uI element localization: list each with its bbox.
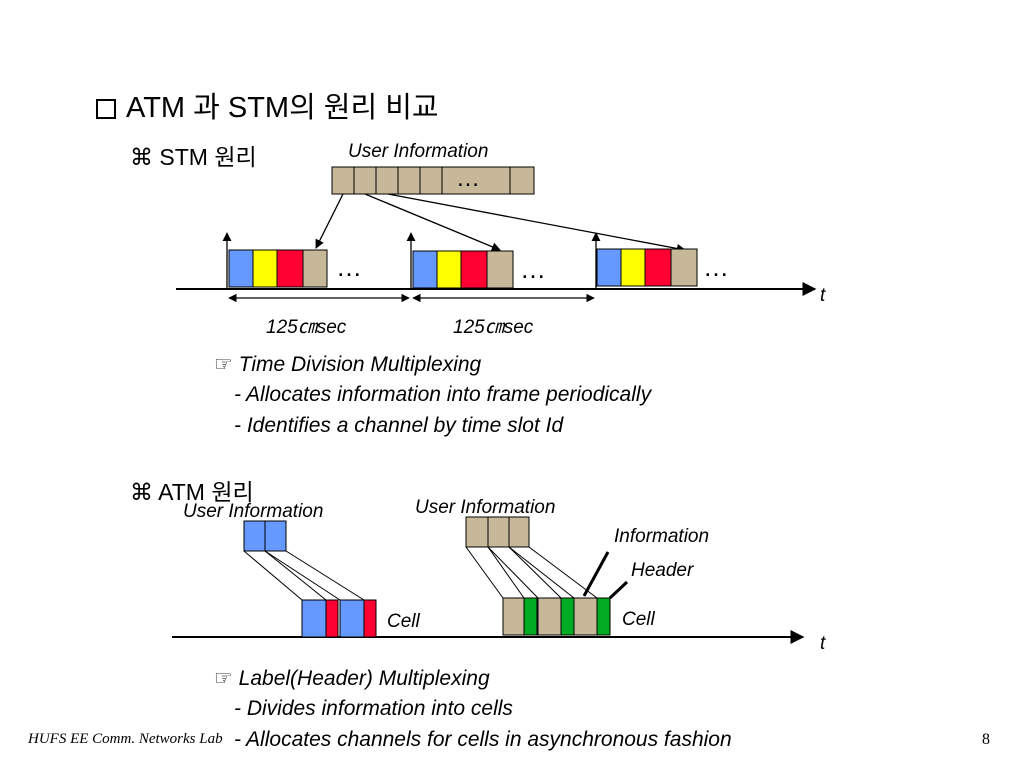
stm-note-line-2: - Allocates information into frame perio… <box>234 383 652 406</box>
stm-user-info-bar <box>331 166 535 195</box>
atm-information-label: Information <box>614 526 710 547</box>
atm-note-line-1: ☞ Label(Header) Multiplexing <box>214 666 490 691</box>
atm-mapping-lines-1 <box>243 550 365 601</box>
atm-user-info-blocks-2 <box>465 516 530 548</box>
stm-frame-1-ellipsis: … <box>336 252 364 282</box>
page-number: 8 <box>982 731 990 748</box>
pointing-hand-icon: ☞ <box>214 353 233 376</box>
atm-cells-2 <box>502 597 611 636</box>
stm-frame-markers <box>222 232 601 289</box>
stm-interval-label-2: 125㎝sec <box>453 317 534 338</box>
stm-user-info-label: User Information <box>348 141 489 162</box>
atm-note-text-1: Label(Header) Multiplexing <box>238 667 490 690</box>
atm-user-info-blocks-1 <box>243 520 287 552</box>
footer-lab: HUFS EE Comm. Networks Lab <box>28 731 223 747</box>
stm-user-info-ellipsis: … <box>456 165 482 192</box>
atm-time-label: t <box>820 633 826 654</box>
stm-interval-label-1: 125㎝sec <box>266 317 347 338</box>
command-bullet-icon: ⌘ <box>130 479 153 505</box>
stm-note-text-1: Time Division Multiplexing <box>238 353 482 376</box>
atm-heading-text: ATM 원리 <box>158 479 254 505</box>
stm-note-line-3: - Identifies a channel by time slot Id <box>234 414 564 437</box>
stm-note-line-1: ☞ Time Division Multiplexing <box>214 352 481 377</box>
atm-note-line-3: - Allocates channels for cells in asynch… <box>234 728 732 751</box>
atm-header-label: Header <box>631 560 694 581</box>
stm-frame-2 <box>412 250 514 289</box>
atm-label-pointers <box>582 551 629 600</box>
atm-cell-label-1: Cell <box>387 611 420 632</box>
stm-time-label: t <box>820 285 826 306</box>
slide-title-text: ATM 과 STM의 원리 비교 <box>126 92 439 124</box>
atm-cell-label-2: Cell <box>622 609 655 630</box>
atm-cells-1 <box>301 599 377 638</box>
stm-frame-3-ellipsis: … <box>703 252 731 282</box>
command-bullet-icon: ⌘ <box>130 144 153 170</box>
pointing-hand-icon: ☞ <box>214 667 233 690</box>
stm-mapping-arrows <box>315 193 686 253</box>
slide-title: ATM 과 STM의 원리 비교 <box>96 84 439 126</box>
stm-heading: ⌘ STM 원리 <box>130 138 257 172</box>
stm-heading-text: STM 원리 <box>159 144 257 170</box>
stm-frame-2-ellipsis: … <box>520 254 548 284</box>
square-bullet-icon <box>96 99 116 119</box>
atm-mapping-lines-2 <box>465 546 598 599</box>
atm-note-line-2: - Divides information into cells <box>234 697 513 720</box>
atm-user-info-label-1: User Information <box>183 501 324 522</box>
stm-frame-1 <box>228 249 328 288</box>
stm-frame-3 <box>596 248 698 287</box>
atm-user-info-label-2: User Information <box>415 497 556 518</box>
atm-heading: ⌘ ATM 원리 <box>130 473 254 507</box>
